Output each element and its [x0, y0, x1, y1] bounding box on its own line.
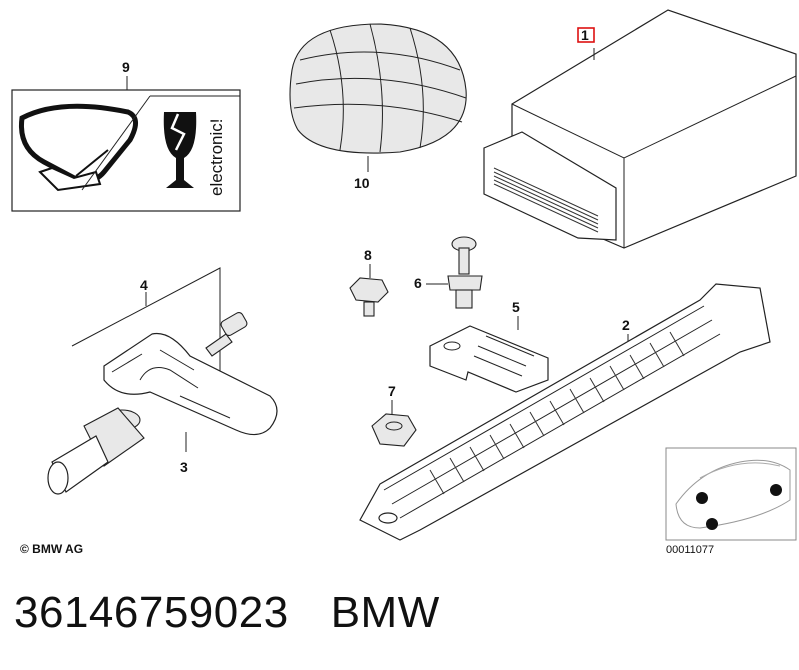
connector-pins	[493, 167, 599, 233]
part-5-bracket: 5	[429, 299, 549, 393]
callout-9: 9	[122, 59, 130, 75]
part-9-warning-label: electronic! 9	[11, 59, 241, 212]
part-6-stud: 6	[414, 236, 483, 309]
part-number-footer: 36146759023 BMW	[14, 583, 794, 653]
strap-teeth	[429, 331, 685, 495]
part-4-sensor-kit: 4 3	[47, 267, 278, 495]
sensor-location-rear	[770, 484, 782, 496]
fragile-glass-icon	[156, 106, 202, 196]
callout-8: 8	[364, 247, 372, 263]
sensor-location-front-left	[696, 492, 708, 504]
part-1-control-unit: 1	[483, 9, 797, 249]
part-7-nut: 7	[371, 383, 417, 447]
parts-diagram: electronic! 9 10 1 4	[11, 9, 797, 556]
brand-name: BMW	[330, 588, 440, 637]
callout-5: 5	[512, 299, 520, 315]
callout-4: 4	[140, 277, 148, 293]
callout-10: 10	[354, 175, 370, 191]
part-8-bolt: 8	[349, 247, 389, 317]
image-number: 00011077	[666, 544, 714, 556]
valve-stem-icon	[47, 407, 145, 495]
vehicle-location-thumbnail	[665, 447, 797, 541]
callout-2: 2	[622, 317, 630, 333]
part-number: 36146759023	[14, 588, 289, 637]
tyre-cross-section-icon	[18, 103, 138, 192]
electronic-warning-text: electronic!	[207, 119, 226, 196]
copyright-notice: © BMW AG	[20, 542, 83, 556]
callout-1: 1	[581, 27, 589, 43]
callout-1-highlight	[577, 27, 595, 43]
screw-icon	[205, 311, 248, 357]
callout-7: 7	[388, 383, 396, 399]
part-10-cover: 10	[289, 23, 467, 191]
part-2-mounting-strap: 2	[359, 283, 771, 541]
callout-6: 6	[414, 275, 422, 291]
sensor-location-front-right	[706, 518, 718, 530]
callout-3: 3	[180, 459, 188, 475]
